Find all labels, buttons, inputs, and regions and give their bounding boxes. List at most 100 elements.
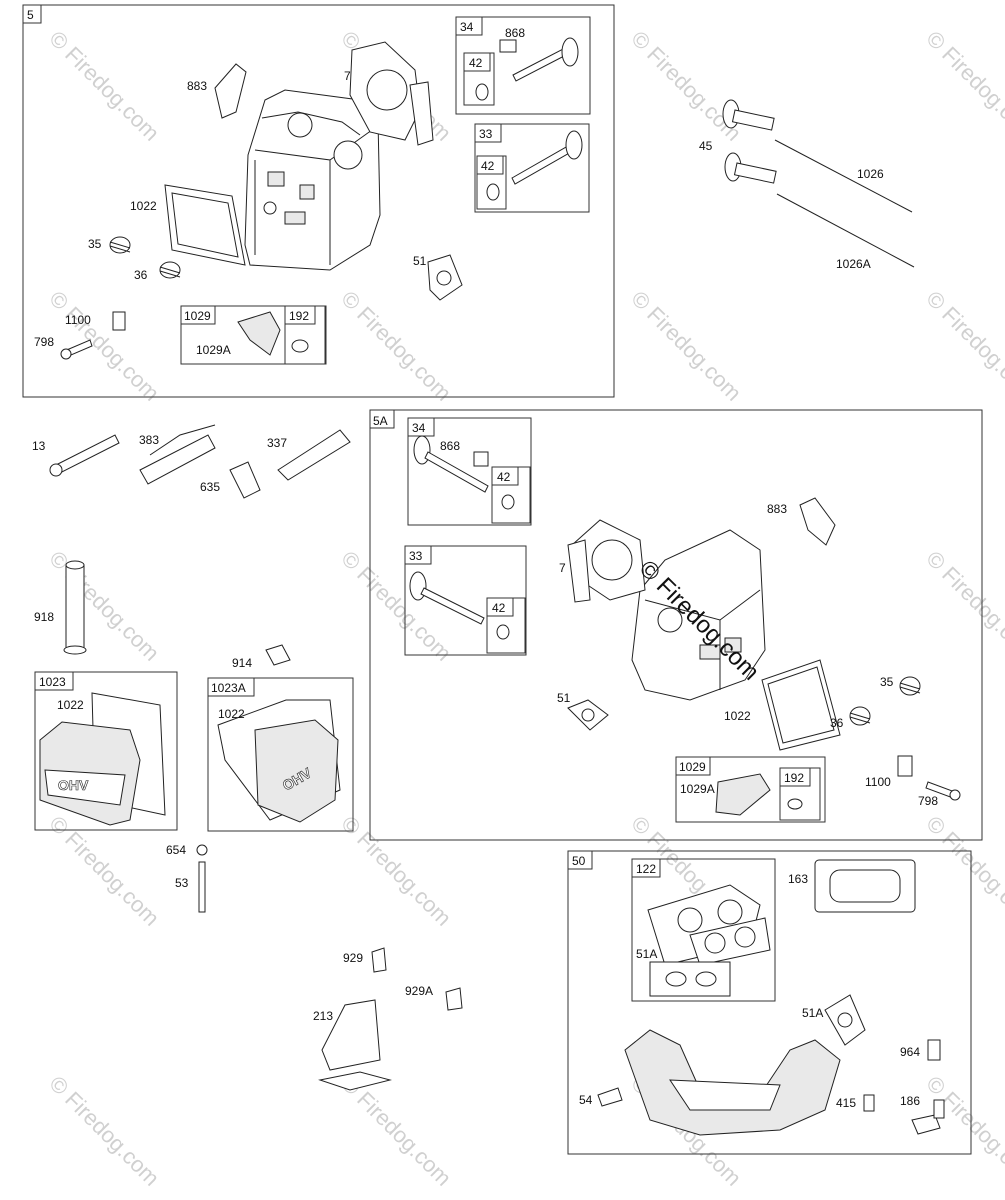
label-929: 929 [343, 951, 363, 965]
watermark: © Firedog.com [921, 1071, 1005, 1191]
spark-plug-337 [277, 429, 351, 481]
group-50-label: 50 [572, 854, 586, 868]
label-1100: 1100 [865, 775, 891, 789]
group-5: 5 [22, 4, 615, 398]
watermark: © Firedog.com [44, 286, 164, 406]
label-53: 53 [175, 876, 189, 890]
exhaust-valve-head [561, 37, 579, 67]
subgroup-34-label: 34 [460, 20, 474, 34]
valve-cover-gasket [164, 184, 246, 266]
subgroup-34-label: 34 [412, 421, 426, 435]
group-5a-frame [369, 409, 983, 841]
group-5a: 5A 34 42 33 42 [369, 409, 983, 841]
label-798: 798 [34, 335, 54, 349]
valve-cover [254, 719, 339, 823]
label-383: 383 [139, 433, 159, 447]
label-1026: 1026 [857, 167, 884, 181]
subgroup-122-label: 122 [636, 862, 656, 876]
label-1022: 1022 [724, 709, 751, 723]
plug-415 [863, 1094, 875, 1112]
rocker-arm-1029a [237, 311, 281, 356]
exhaust-valve-stem [512, 47, 569, 82]
label-51: 51 [413, 254, 427, 268]
label-51a: 51A [636, 947, 657, 961]
label-868: 868 [505, 26, 525, 40]
breather-1100 [112, 311, 126, 331]
label-1026a: 1026A [836, 257, 871, 271]
watermark: © Firedog.com [921, 811, 1005, 931]
watermark: © Firedog.com [44, 1071, 164, 1191]
subgroup-42-label: 42 [481, 159, 495, 173]
valve-cover-gasket [761, 659, 841, 751]
manifold-gasket-bottom [649, 961, 731, 997]
label-163: 163 [788, 872, 808, 886]
intake-valve-stem [511, 145, 572, 185]
subgroup-33-top [474, 123, 590, 213]
watermark: © Firedog.com [336, 546, 456, 666]
bracket-213 [321, 999, 381, 1071]
loose-parts: 13 383 337 635 918 914 [32, 424, 351, 670]
watermark: © Firedog.com [921, 546, 1005, 666]
group-1023a-label: 1023A [211, 681, 246, 695]
label-868: 868 [440, 439, 460, 453]
valve-guide-868 [499, 39, 517, 53]
label-36: 36 [134, 268, 148, 282]
subgroup-192-label: 192 [289, 309, 309, 323]
rocker-nut-192 [291, 339, 309, 353]
subgroup-122 [631, 858, 776, 1002]
label-883: 883 [767, 502, 787, 516]
elbow-186 [911, 1114, 941, 1135]
bolt-914 [265, 644, 291, 666]
bolt-54 [597, 1087, 623, 1107]
intake-manifold [624, 1029, 841, 1136]
watermark: © Firedog.com [336, 811, 456, 931]
head-gasket-bore [366, 69, 408, 111]
label-35: 35 [880, 675, 894, 689]
label-54: 54 [579, 1093, 593, 1107]
intake-valve-head [565, 130, 583, 160]
label-918: 918 [34, 610, 54, 624]
tube-918 [65, 564, 85, 651]
subgroup-1029-top [180, 305, 327, 365]
rocker-nut-192 [787, 798, 803, 810]
group-50-frame [567, 850, 972, 1155]
label-1022: 1022 [130, 199, 157, 213]
subgroup-192-label: 192 [784, 771, 804, 785]
pushrods: 45 1026 1026A [699, 99, 915, 271]
label-51a: 51A [802, 1006, 823, 1020]
group-5-label: 5 [27, 8, 34, 22]
label-635: 635 [200, 480, 220, 494]
group-1023a: 1023A OHV 1022 [207, 677, 354, 832]
watermark: © Firedog.com [44, 811, 164, 931]
valve-spring-36 [849, 706, 871, 726]
subgroup-1029-mid [675, 756, 826, 823]
group-1023-label: 1023 [39, 675, 66, 689]
pushrod-gasket [567, 539, 591, 603]
label-964: 964 [900, 1045, 920, 1059]
label-415: 415 [836, 1096, 856, 1110]
subgroup-33-label: 33 [409, 549, 423, 563]
spark-plug-wire-383 [139, 434, 216, 485]
label-7: 7 [344, 69, 351, 83]
label-7: 7 [559, 561, 566, 575]
subgroup-1029-label: 1029 [184, 309, 211, 323]
label-186: 186 [900, 1094, 920, 1108]
label-337: 337 [267, 436, 287, 450]
label-1029a: 1029A [196, 343, 231, 357]
cylinder-head-drawing-5a [631, 529, 766, 701]
cover-ohv-text: OHV [58, 777, 89, 793]
label-1029a: 1029A [680, 782, 715, 796]
exhaust-valve-stem [424, 451, 489, 493]
label-213: 213 [313, 1009, 333, 1023]
group-1023-frame [34, 671, 178, 831]
label-654: 654 [166, 843, 186, 857]
watermark: © Firedog.com [626, 286, 746, 406]
group-5-frame [22, 4, 615, 398]
subgroup-34-top [455, 16, 591, 115]
breather-1100 [897, 755, 913, 777]
bracket-parts: 929 929A 213 [313, 947, 463, 1091]
hose-635 [229, 461, 261, 499]
watermark: © Firedog.com [44, 546, 164, 666]
group-1023a-frame [207, 677, 354, 832]
